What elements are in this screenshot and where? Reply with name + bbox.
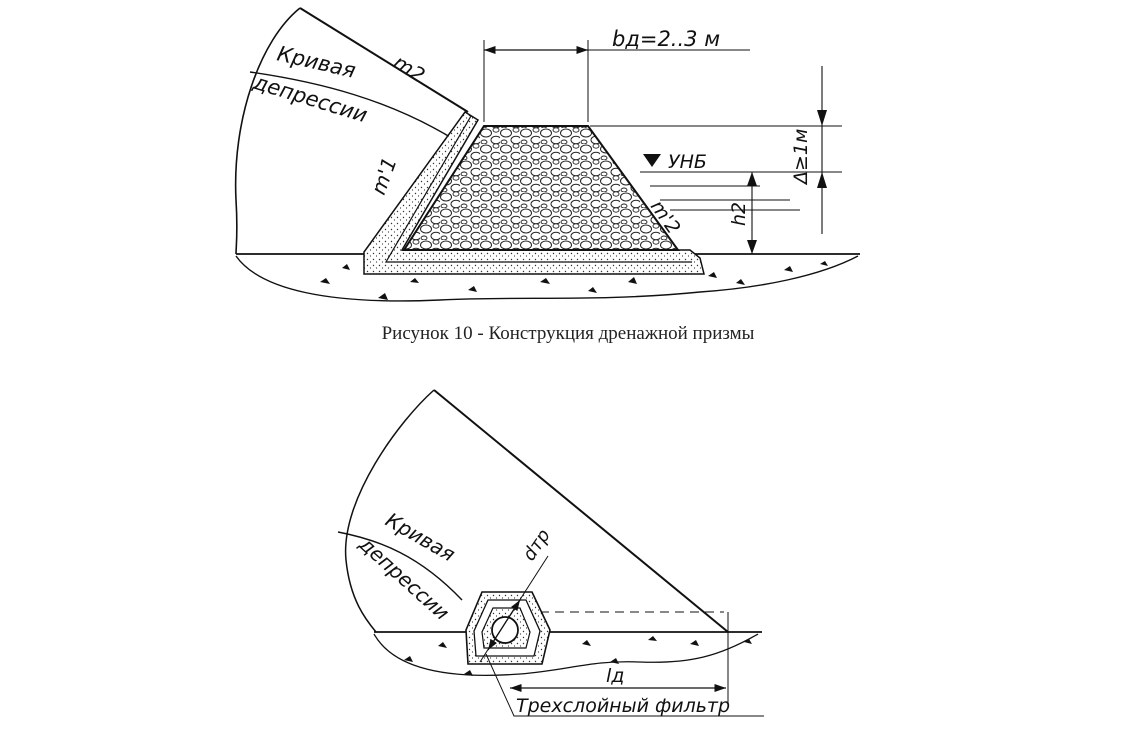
width-label: bд=2..3 м: [612, 27, 720, 51]
depth-arrow-top: [747, 172, 757, 186]
length-label: lд: [606, 665, 624, 687]
foundation-outline: [235, 255, 859, 302]
filter-layer: [363, 110, 705, 275]
filter-inner-line: [384, 115, 692, 263]
slope-m1-label: m'1: [366, 154, 401, 198]
depression-curve: [249, 71, 456, 141]
foundation-outline-2: [373, 633, 759, 677]
pipe-diameter-arrow: [487, 599, 521, 651]
slope-m2-label: m2: [389, 50, 429, 87]
drainage-prism: [402, 125, 680, 251]
figure-10-drainage-prism: bд=2..3 м УНБ Δ≥1м h2 m2 m'1 m'2 Кривая …: [234, 7, 860, 302]
foundation-stones-2: [404, 636, 752, 676]
filter-label-leader: [485, 653, 764, 717]
dam-slope-line-2: [433, 389, 729, 633]
filter-label: Трехслойный фильтр: [516, 695, 730, 717]
foundation-stones: [320, 261, 828, 300]
embankment-outline: [234, 7, 301, 255]
embankment-outline-2: [344, 389, 435, 633]
depression-curve-2: [337, 531, 463, 601]
pipe-diameter-label: dтр: [519, 525, 555, 564]
freeboard-arrow-top: [817, 110, 827, 126]
depression-curve-label-line1: Кривая: [275, 41, 358, 82]
dam-slope-line: [299, 7, 469, 113]
water-level-label: УНБ: [668, 151, 707, 173]
drain-pipe: [491, 616, 519, 644]
freeboard-arrow-bottom: [817, 172, 827, 188]
depth-label: h2: [728, 202, 750, 226]
figure-11-pipe-drain: dтр lд Трехслойный фильтр Кривая депресс…: [337, 389, 764, 717]
water-level-triangle-icon: [643, 154, 661, 167]
depth-arrow-bottom: [747, 240, 757, 254]
figure-10-caption: Рисунок 10 - Конструкция дренажной призм…: [381, 323, 755, 344]
freeboard-label: Δ≥1м: [790, 129, 812, 186]
